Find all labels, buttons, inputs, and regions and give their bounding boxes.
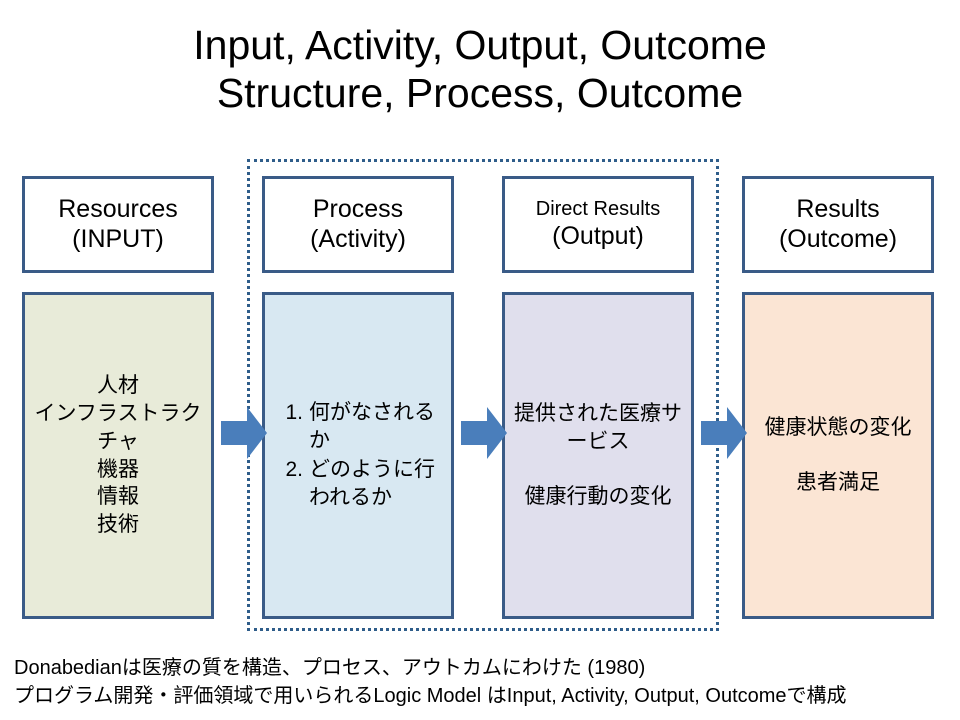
right-arrow-icon bbox=[701, 407, 747, 459]
list-item-number: 2. bbox=[285, 457, 303, 481]
header-box-results: Results (Outcome) bbox=[742, 176, 934, 273]
header-sublabel-output: (Output) bbox=[552, 221, 644, 250]
right-arrow-icon bbox=[221, 407, 267, 459]
body-box-process: 1. 何がなされるか 2. どのように行われるか bbox=[262, 292, 454, 619]
header-sublabel-input: (INPUT) bbox=[72, 224, 164, 253]
list-item: 2. どのように行われるか bbox=[273, 456, 443, 512]
header-label-results: Results bbox=[796, 195, 880, 223]
body-text-results: 健康状態の変化 患者満足 bbox=[764, 415, 912, 495]
header-label-resources: Resources bbox=[58, 195, 178, 223]
body-box-resources: 人材 インフラストラクチャ 機器 情報 技術 bbox=[22, 292, 214, 619]
dotted-group-rectangle bbox=[247, 159, 719, 631]
column-direct-results-output: Direct Results (Output) bbox=[502, 176, 694, 273]
footer-note-line-2: プログラム開発・評価領域で用いられるLogic Model はInput, Ac… bbox=[14, 684, 847, 707]
footer-note-line-1: Donabedianは医療の質を構造、プロセス、アウトカムにわけた (1980) bbox=[14, 657, 646, 679]
header-box-direct-results: Direct Results (Output) bbox=[502, 176, 694, 273]
header-sublabel-activity: (Activity) bbox=[310, 224, 406, 253]
page-title: Input, Activity, Output, Outcome Structu… bbox=[0, 22, 960, 117]
list-item-label: どのように行われるか bbox=[309, 457, 435, 509]
list-item-label: 何がなされるか bbox=[309, 401, 435, 453]
header-box-resources: Resources (INPUT) bbox=[22, 176, 214, 273]
column-results-outcome: Results (Outcome) bbox=[742, 176, 934, 273]
title-line-1: Input, Activity, Output, Outcome bbox=[193, 22, 767, 68]
body-text-direct-results: 提供された医療サービス 健康行動の変化 bbox=[514, 402, 682, 509]
header-sublabel-outcome: (Outcome) bbox=[778, 224, 898, 253]
process-numbered-list: 1. 何がなされるか 2. どのように行われるか bbox=[273, 399, 443, 512]
body-box-direct-results: 提供された医療サービス 健康行動の変化 bbox=[502, 292, 694, 619]
column-resources-input: Resources (INPUT) bbox=[22, 176, 214, 273]
header-label-direct-results: Direct Results bbox=[535, 197, 661, 220]
footer-notes: Donabedianは医療の質を構造、プロセス、アウトカムにわけた (1980)… bbox=[14, 655, 960, 710]
title-line-2: Structure, Process, Outcome bbox=[216, 69, 744, 116]
body-text-resources: 人材 インフラストラクチャ 機器 情報 技術 bbox=[34, 374, 202, 536]
header-box-process: Process (Activity) bbox=[262, 176, 454, 273]
body-box-results: 健康状態の変化 患者満足 bbox=[742, 292, 934, 619]
column-process-activity: Process (Activity) bbox=[262, 176, 454, 273]
list-item-number: 1. bbox=[285, 401, 303, 425]
list-item: 1. 何がなされるか bbox=[273, 399, 443, 455]
right-arrow-icon bbox=[461, 407, 507, 459]
header-label-process: Process bbox=[312, 195, 404, 223]
